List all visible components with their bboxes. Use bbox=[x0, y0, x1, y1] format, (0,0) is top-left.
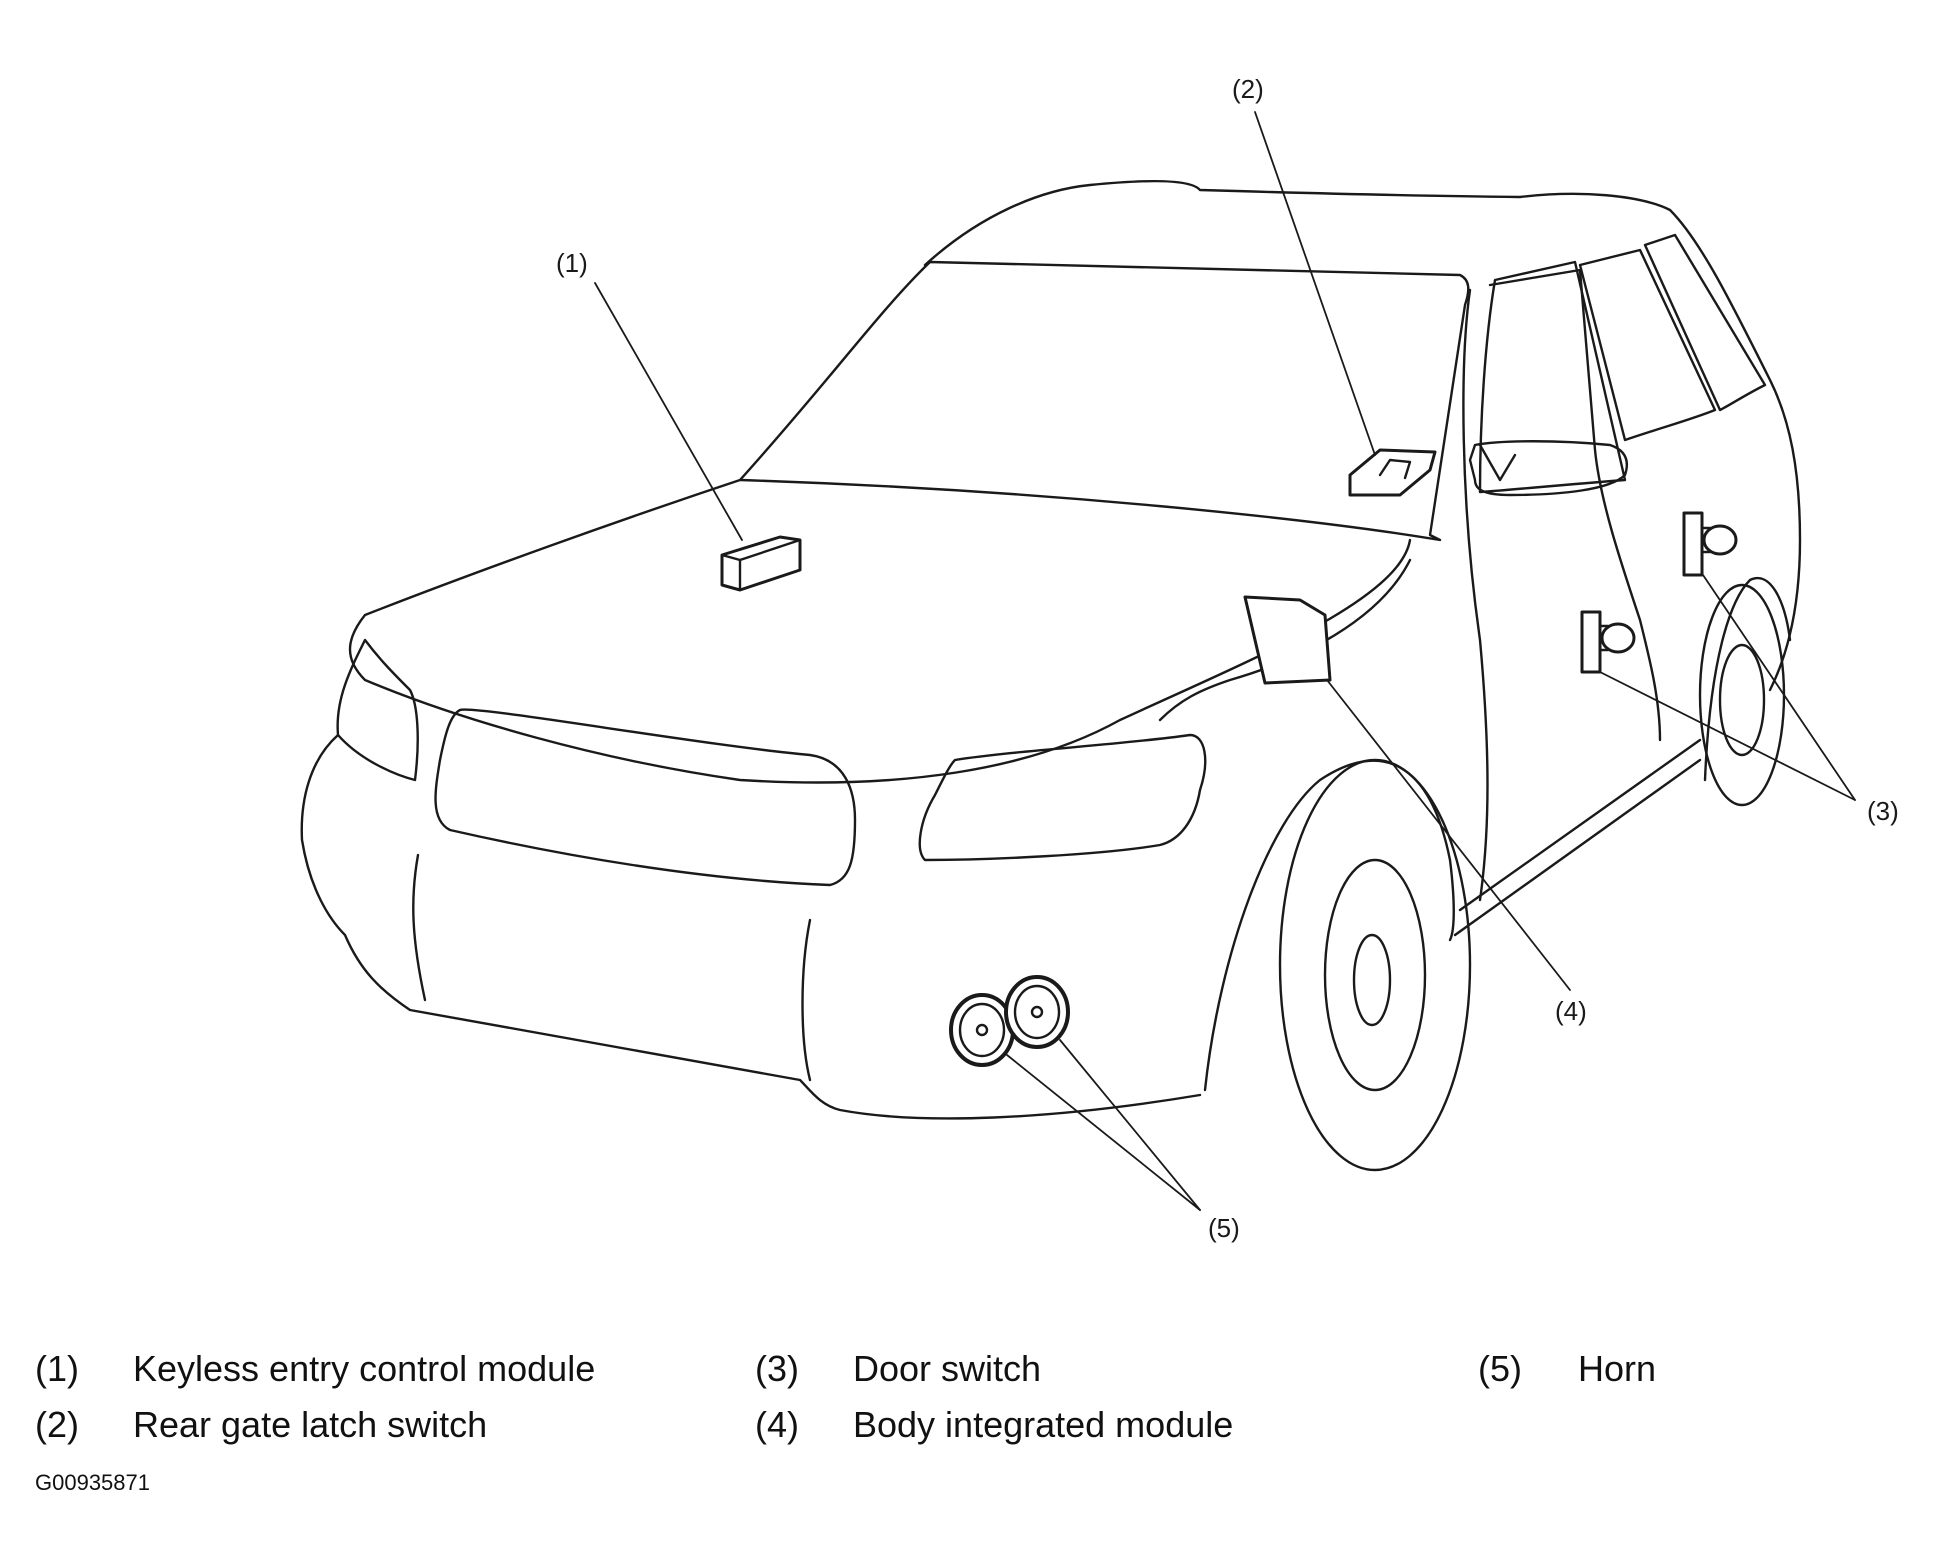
leader-2 bbox=[1254, 111, 1376, 456]
roof-line bbox=[923, 179, 1802, 692]
callout-4: (4) bbox=[1555, 996, 1587, 1026]
callout-3: (3) bbox=[1867, 796, 1899, 826]
quarter-window bbox=[1643, 233, 1767, 412]
door-switch-front bbox=[1580, 610, 1636, 674]
rear-side-window bbox=[1578, 248, 1717, 442]
front-fender bbox=[1158, 558, 1412, 722]
horn-left bbox=[949, 993, 1015, 1067]
rear-wheel-arch bbox=[1703, 576, 1792, 782]
leader-3b bbox=[1702, 574, 1856, 801]
front-door bbox=[1462, 268, 1662, 902]
legend-number: (5) bbox=[1478, 1348, 1522, 1389]
body-integrated-module bbox=[1243, 595, 1332, 685]
legend: (1) Keyless entry control module (2) Rea… bbox=[0, 1330, 1935, 1490]
side-mirror bbox=[1468, 440, 1629, 497]
vehicle-component-location-diagram: (1) (2) (3) (4) (5) bbox=[300, 74, 1899, 1243]
rear-gate-latch-switch bbox=[1348, 448, 1437, 497]
hood bbox=[348, 478, 1412, 784]
legend-label: Rear gate latch switch bbox=[133, 1404, 488, 1445]
keyless-entry-control-module bbox=[720, 535, 802, 592]
door-switch-rear bbox=[1682, 511, 1738, 577]
leader-5a bbox=[1006, 1054, 1201, 1211]
leader-5b bbox=[1059, 1039, 1201, 1211]
leader-4 bbox=[1326, 679, 1571, 991]
grille bbox=[434, 708, 857, 887]
front-side-window bbox=[1478, 260, 1627, 494]
rear-rim bbox=[1718, 643, 1766, 757]
legend-number: (1) bbox=[35, 1348, 79, 1389]
leader-lines bbox=[594, 111, 1856, 1211]
windshield bbox=[738, 260, 1470, 542]
right-headlight bbox=[918, 733, 1207, 862]
leader-3a bbox=[1599, 671, 1856, 801]
figure-id: G00935871 bbox=[35, 1470, 150, 1495]
legend-label: Horn bbox=[1578, 1348, 1657, 1389]
callout-2: (2) bbox=[1232, 74, 1264, 104]
horn-right bbox=[1004, 975, 1070, 1049]
callout-1: (1) bbox=[556, 248, 588, 278]
left-headlight bbox=[336, 638, 419, 782]
side-sill bbox=[1453, 738, 1702, 937]
legend-number: (4) bbox=[755, 1404, 799, 1445]
lower-bumper bbox=[412, 853, 812, 1082]
legend-label: Body integrated module bbox=[853, 1404, 1234, 1445]
leader-1 bbox=[594, 282, 743, 541]
callout-5: (5) bbox=[1208, 1213, 1240, 1243]
legend-number: (3) bbox=[755, 1348, 799, 1389]
legend-label: Door switch bbox=[853, 1348, 1042, 1389]
front-wheel-arch bbox=[1203, 759, 1455, 1092]
front-rim bbox=[1323, 858, 1427, 1092]
front-hub bbox=[1352, 933, 1392, 1027]
legend-label: Keyless entry control module bbox=[133, 1348, 596, 1389]
legend-number: (2) bbox=[35, 1404, 79, 1445]
front-fascia bbox=[300, 733, 1202, 1120]
front-tire bbox=[1278, 758, 1472, 1172]
